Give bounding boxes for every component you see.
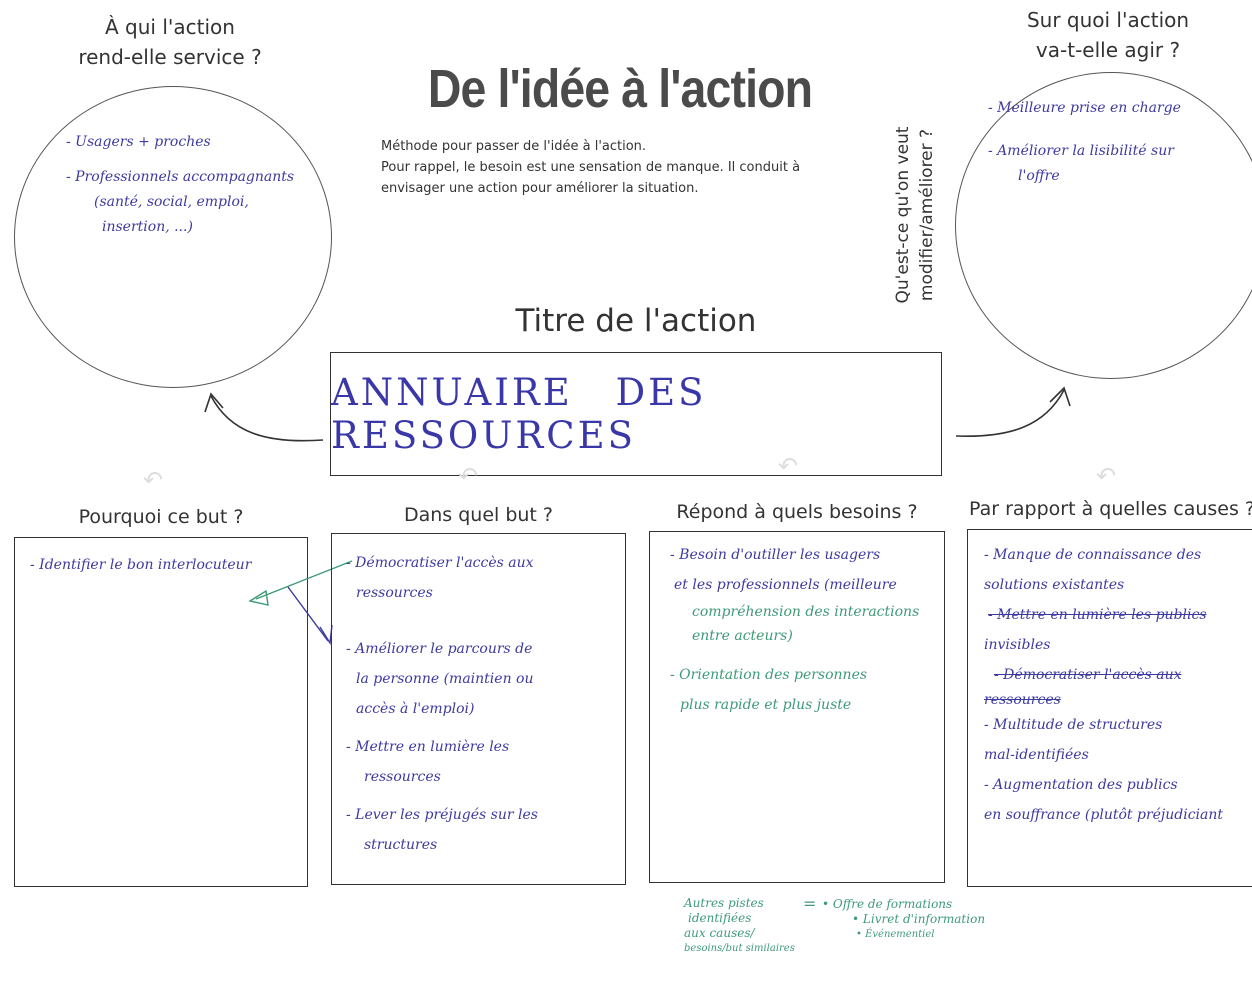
entry-line: et les professionnels (meilleure bbox=[674, 577, 897, 593]
right-circle-question: Sur quoi l'action va-t-elle agir ? bbox=[978, 5, 1238, 65]
bottom-notes-right: • Offre de formations • Livret d'informa… bbox=[822, 897, 1012, 942]
note-line: besoins/but similaires bbox=[684, 943, 795, 954]
faint-arrow-icon: ↶ bbox=[143, 466, 164, 494]
entry-line: ressources bbox=[356, 585, 433, 601]
entry-line: entre acteurs) bbox=[692, 628, 793, 644]
entry-line: - Lever les préjugés sur les bbox=[346, 807, 538, 823]
column-heading-why: Pourquoi ce but ? bbox=[78, 506, 244, 528]
left-circle bbox=[14, 86, 332, 388]
left-circle-notes: - Usagers + proches - Professionnels acc… bbox=[66, 130, 306, 240]
entry-line: invisibles bbox=[984, 637, 1051, 653]
note-line: - Meilleure prise en charge bbox=[988, 100, 1181, 116]
column-box-goal bbox=[331, 533, 626, 885]
entry-line: la personne (maintien ou bbox=[356, 671, 534, 687]
column-entries-causes: - Manque de connaissance des solutions e… bbox=[984, 540, 1250, 830]
column-box-causes bbox=[967, 529, 1252, 887]
column-heading-causes: Par rapport à quelles causes ? bbox=[968, 498, 1252, 520]
entry-line: - Mettre en lumière les bbox=[346, 739, 510, 755]
note-line: aux causes/ bbox=[684, 926, 755, 940]
column-entries-goal: - Démocratiser l'accès aux ressources - … bbox=[346, 548, 622, 860]
entry-line: - Démocratiser l'accès aux bbox=[994, 667, 1182, 683]
bottom-notes-left: Autres pistes identifiées aux causes/ be… bbox=[684, 896, 802, 956]
page-title: De l'idée à l'action bbox=[427, 59, 813, 119]
note-line: Autres pistes bbox=[684, 896, 764, 910]
entry-line: solutions existantes bbox=[984, 577, 1125, 593]
entry-line: plus rapide et plus juste bbox=[680, 697, 852, 713]
right-circle-side-label: Qu'est-ce qu'on veut modifier/améliorer … bbox=[891, 95, 941, 335]
entry-line: en souffrance (plutôt préjudiciant bbox=[984, 807, 1224, 823]
note-line: - Usagers + proches bbox=[66, 134, 211, 150]
entry-line: - Augmentation des publics bbox=[984, 777, 1178, 793]
bottom-notes-equals: = bbox=[803, 894, 817, 913]
note-line: (santé, social, emploi, bbox=[94, 194, 249, 210]
action-title-label: Titre de l'action bbox=[515, 303, 757, 339]
faint-arrow-icon: ↶ bbox=[778, 452, 799, 480]
page-description: Méthode pour passer de l'idée à l'action… bbox=[381, 136, 851, 199]
entry-line: - Orientation des personnes bbox=[670, 667, 868, 683]
question-line: Sur quoi l'action bbox=[1026, 8, 1190, 32]
entry-line: - Mettre en lumière les publics bbox=[988, 607, 1207, 623]
action-title-value: ANNUAIRE DES RESSOURCES bbox=[331, 371, 707, 457]
right-circle bbox=[955, 72, 1252, 379]
question-line: À qui l'action bbox=[105, 15, 235, 39]
entry-line: compréhension des interactions bbox=[692, 604, 920, 620]
description-line: Pour rappel, le besoin est une sensation… bbox=[381, 160, 801, 175]
entry-line: accès à l'emploi) bbox=[356, 701, 475, 717]
column-heading-goal: Dans quel but ? bbox=[403, 504, 554, 526]
note-line: - Professionnels accompagnants bbox=[66, 169, 295, 185]
description-line: envisager une action pour améliorer la s… bbox=[381, 181, 699, 196]
note-line: • Événementiel bbox=[856, 929, 935, 940]
entry-line: - Démocratiser l'accès aux bbox=[346, 555, 534, 571]
question-line: va-t-elle agir ? bbox=[1035, 38, 1181, 62]
side-label-line: modifier/améliorer ? bbox=[917, 128, 937, 302]
entry-line: mal-identifiées bbox=[984, 747, 1089, 763]
description-line: Méthode pour passer de l'idée à l'action… bbox=[381, 139, 647, 154]
entry-line: - Améliorer le parcours de bbox=[346, 641, 533, 657]
right-circle-notes: - Meilleure prise en charge - Améliorer … bbox=[988, 96, 1238, 189]
entry-line: structures bbox=[364, 837, 438, 853]
left-circle-question: À qui l'action rend-elle service ? bbox=[40, 12, 300, 72]
left-curved-arrow bbox=[204, 392, 324, 442]
faint-arrow-icon: ↶ bbox=[458, 462, 479, 490]
column-entries-needs: - Besoin d'outiller les usagers et les p… bbox=[670, 540, 944, 720]
column-box-needs bbox=[649, 531, 945, 883]
note-line: insertion, ...) bbox=[102, 219, 193, 235]
note-line: l'offre bbox=[1018, 168, 1060, 184]
note-line: • Livret d'information bbox=[852, 912, 986, 926]
entry-line: - Identifier le bon interlocuteur bbox=[30, 557, 252, 573]
note-line: • Offre de formations bbox=[822, 897, 953, 911]
column-heading-needs: Répond à quels besoins ? bbox=[676, 501, 918, 523]
entry-line: - Manque de connaissance des bbox=[984, 547, 1202, 563]
entry-line: ressources bbox=[364, 769, 441, 785]
column-entries-why: - Identifier le bon interlocuteur bbox=[30, 550, 300, 580]
entry-line: - Besoin d'outiller les usagers bbox=[670, 547, 881, 563]
note-line: identifiées bbox=[688, 911, 752, 925]
right-curved-arrow bbox=[955, 386, 1071, 438]
column-box-why bbox=[14, 537, 308, 887]
entry-line: - Multitude de structures bbox=[984, 717, 1163, 733]
action-box[interactable]: ANNUAIRE DES RESSOURCES bbox=[330, 352, 942, 476]
entry-line: ressources bbox=[984, 692, 1061, 708]
side-label-line: Qu'est-ce qu'on veut bbox=[893, 126, 913, 304]
question-line: rend-elle service ? bbox=[78, 45, 262, 69]
faint-arrow-icon: ↶ bbox=[1096, 462, 1117, 490]
annotation-arrows bbox=[248, 560, 353, 646]
note-line: - Améliorer la lisibilité sur bbox=[988, 143, 1174, 159]
